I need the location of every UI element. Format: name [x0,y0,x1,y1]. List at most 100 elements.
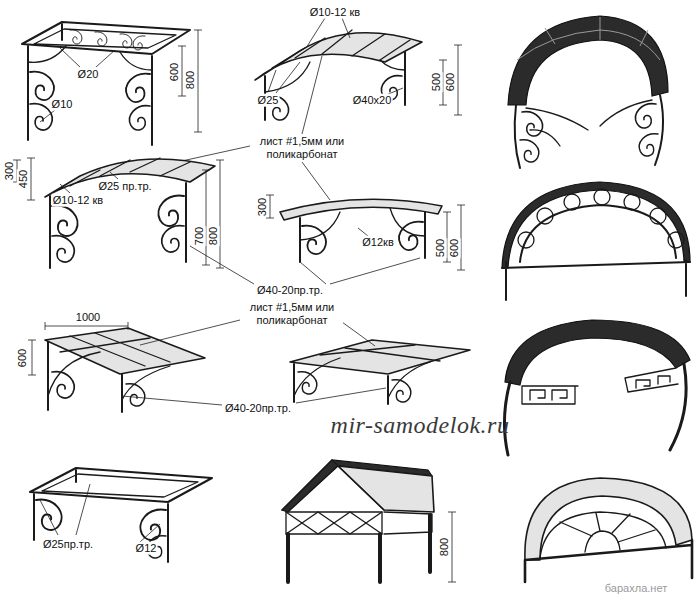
canopy-part [288,515,430,582]
canopy-part [30,104,52,130]
canopy-part [399,222,423,250]
canopy-arched-posts [13,158,224,268]
canopy-arched [255,18,462,120]
canopy-part [522,386,578,404]
canopy-part [48,342,122,412]
dimension-label: 800 [184,70,197,90]
diameter-label: Ø10-12 кв [52,194,104,207]
canopy-part [502,260,690,300]
material-note: лист #1,5мм или поликарбонат [251,135,353,160]
canopy-part [280,199,442,220]
canopy-part [52,236,74,262]
canopy-part [50,183,186,268]
canopy-part [525,540,692,582]
canopy-part [265,52,405,120]
canopy-sunburst-arch [525,478,692,582]
diameter-label: Ø40-20пр.тр. [256,284,324,297]
dimension-label: 300 [3,161,16,181]
canopy-part [40,484,160,542]
dimension-label: 1000 [75,311,101,324]
dimension-label: 800 [207,226,220,246]
dimension-label: 600 [448,238,461,258]
canopy-dark-arch [508,16,668,168]
diameter-label: Ø10 [51,98,74,111]
canopy-flat-scroll [22,22,202,145]
canopy-part [504,364,686,455]
dimension-label: 500 [434,238,447,258]
diameter-label: Ø20 [77,68,100,81]
canopy-part [517,17,660,60]
canopy-part [300,212,425,262]
dimension-label: 450 [17,169,30,189]
canopy-part [126,74,150,102]
canopy-part [30,72,54,100]
canopy-part [282,460,384,510]
canopy-part [178,30,202,132]
diameter-label: Ø40x20 [352,94,393,107]
canopy-part [585,531,620,552]
canopy-meander-arch [504,320,690,455]
canopy-flat-scroll [30,468,212,562]
canopy-part [42,474,198,497]
canopy-part [48,352,170,400]
dimension-label: 800 [438,537,451,557]
canopy-part [40,48,115,122]
canopy-part [120,34,132,48]
canopy-part [286,512,382,534]
diameter-label: Ø12 [135,542,158,555]
canopy-arch-rings [502,182,690,300]
canopy-part [508,16,668,105]
canopy-part [95,32,107,46]
canopy-part [650,208,666,224]
canopy-part [537,208,553,224]
canopy-part [286,512,382,534]
canopy-flat [290,340,470,404]
canopy-part [22,22,190,54]
canopy-part [272,30,410,68]
canopy-part [190,246,420,284]
canopy-part [30,468,212,502]
dimension-label: 500 [430,72,443,92]
canopy-part [564,194,580,210]
diameter-label: Ø12кв [361,236,394,249]
canopy-part [28,46,152,70]
canopy-part [70,30,82,44]
canopy-part [133,36,145,50]
canopy-part [265,60,405,92]
canopy-part [384,512,432,534]
canopy-part [45,159,215,197]
canopy-part [520,140,539,162]
canopy-part [639,134,658,156]
canopy-part [302,226,326,254]
canopy-part [502,182,690,268]
canopy-part [202,160,224,268]
canopy-part [594,189,610,205]
canopy-part [60,333,170,366]
canopy-part [540,512,666,558]
canopy-part [668,232,684,248]
material-note: лист #1,5мм или поликарбонат [241,301,343,326]
canopy-part [520,205,676,262]
canopy-part [294,364,388,404]
dimension-label: 300 [256,197,269,217]
canopy-part [338,466,434,512]
canopy-part [28,24,152,145]
canopy-part [518,232,534,248]
watermark: барахла.нет [604,582,668,595]
canopy-part [439,45,462,115]
canopy-part [34,470,168,562]
canopy-part [28,340,36,375]
canopy-part [298,372,317,394]
canopy-gable [282,460,456,582]
canopy-part [36,500,62,530]
canopy-part [52,372,74,398]
dimension-label: 700 [193,226,206,246]
canopy-part [522,112,542,136]
canopy-part [126,384,145,406]
canopy-part [625,368,678,392]
watermark: mir-samodelok.ru [330,412,511,440]
dimension-label: 600 [16,348,29,368]
canopy-part [505,320,690,385]
canopy-part [130,106,150,130]
